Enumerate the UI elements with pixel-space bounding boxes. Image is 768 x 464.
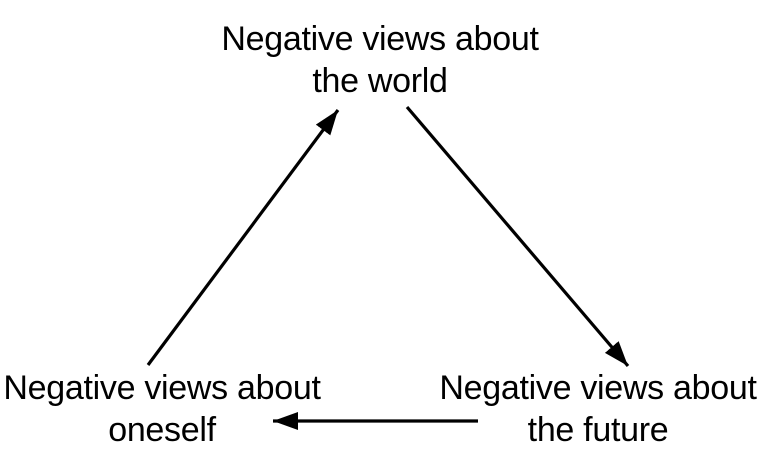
node-negative-views-oneself: Negative views about oneself	[3, 367, 320, 451]
node-negative-views-world: Negative views about the world	[221, 18, 538, 102]
node-world-line2: the world	[312, 62, 448, 100]
node-oneself-line1: Negative views about	[3, 369, 321, 407]
node-future-line2: the future	[527, 411, 669, 449]
node-negative-views-future: Negative views about the future	[439, 367, 756, 451]
arrow-world-to-future	[405, 105, 630, 368]
node-oneself-line2: oneself	[108, 411, 216, 449]
node-future-line1: Negative views about	[439, 369, 757, 407]
node-world-line1: Negative views about	[221, 20, 539, 58]
arrow-oneself-to-world	[146, 109, 340, 366]
